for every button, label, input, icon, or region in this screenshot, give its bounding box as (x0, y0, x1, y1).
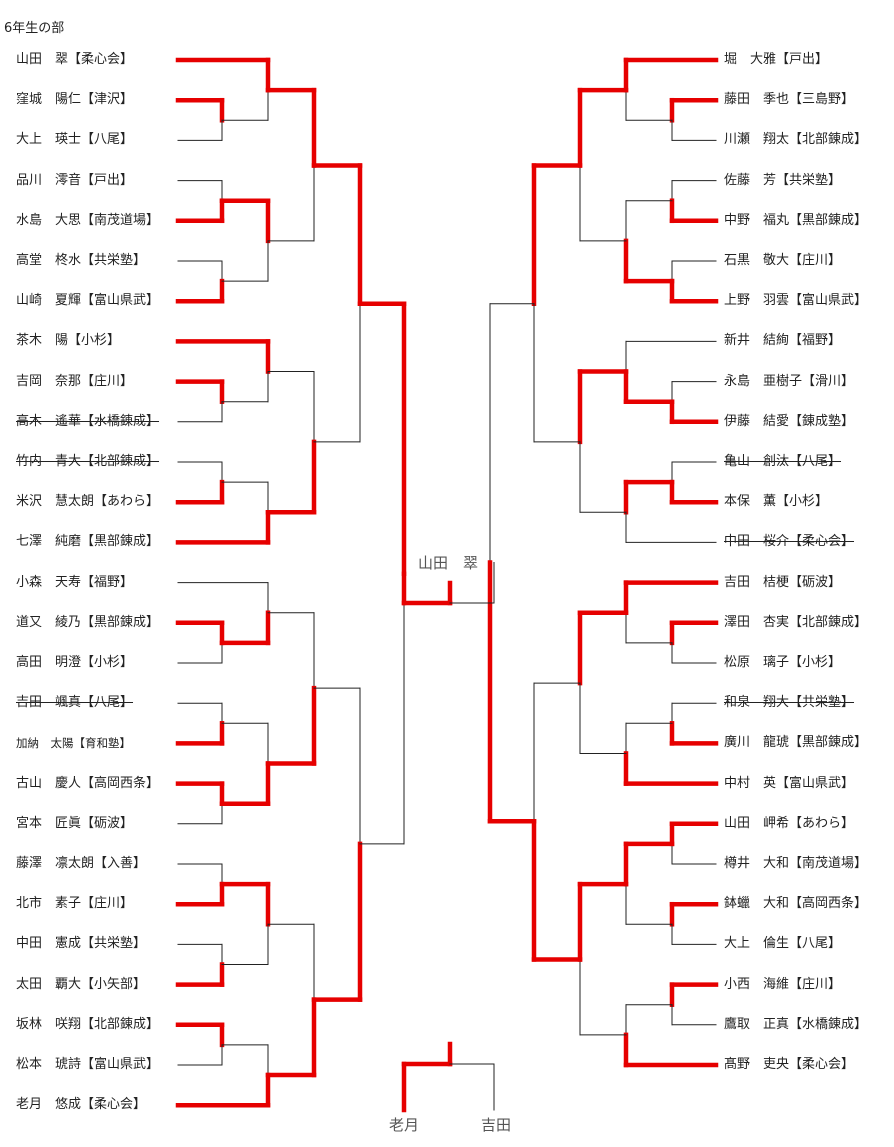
right-entrant: 佐藤 芳【共栄塾】 (724, 172, 842, 188)
left-entrant: 古山 慶人【高岡西条】 (16, 775, 160, 791)
right-entrant: 新井 結絢【福野】 (724, 333, 842, 349)
champion-label: 山田 翠 (418, 554, 479, 572)
right-entrant: 大上 倫生【八尾】 (724, 936, 842, 952)
left-entrant: 吉岡 奈那【庄川】 (16, 373, 134, 389)
right-entrant: 小西 海維【庄川】 (724, 976, 842, 992)
right-entrant: 吉田 桔梗【砺波】 (724, 574, 842, 590)
left-entrant: 大上 瑛士【八尾】 (16, 132, 134, 148)
left-entrant: 松本 琥詩【富山県武】 (16, 1057, 160, 1072)
right-entrant: 松原 璃子【小杉】 (724, 655, 842, 670)
page-title: 6年生の部 (4, 21, 65, 36)
left-entrant: 高堂 柊水【共栄塾】 (16, 253, 147, 268)
left-entrant: 吉田 颯真【八尾】 (16, 695, 134, 711)
left-entrant: 加納 太陽【育和塾】 (16, 736, 131, 751)
right-entrant: 亀山 創汰【八尾】 (724, 454, 842, 469)
right-entrant: 中野 福丸【黒部錬成】 (724, 212, 868, 228)
left-entrant: 水島 大思【南茂道場】 (16, 212, 160, 228)
right-entrant: 髙野 吏央【柔心会】 (724, 1057, 855, 1072)
right-entrant: 中田 桜介【柔心会】 (724, 534, 855, 550)
left-entrant: 竹内 青大【北部錬成】 (16, 454, 160, 469)
left-entrant: 品川 澪音【戸出】 (16, 172, 134, 188)
left-entrant: 米沢 慧太朗【あわら】 (16, 494, 160, 510)
left-entrant: 茶木 陽【小杉】 (16, 333, 121, 349)
third-place-right-label: 吉田 (481, 1116, 512, 1134)
right-entrant: 澤田 杏実【北部錬成】 (724, 614, 868, 630)
left-entrant: 中田 憲成【共栄塾】 (16, 936, 147, 952)
right-entrant: 和泉 翔大【共栄塾】 (724, 695, 855, 711)
right-entrant: 鉢蠟 大和【高岡西条】 (724, 896, 868, 912)
right-entrant: 廣川 龍琥【黒部錬成】 (724, 735, 868, 751)
left-entrant: 窪城 陽仁【津沢】 (16, 92, 134, 108)
left-entrant: 山田 翠【柔心会】 (16, 52, 134, 67)
right-entrant: 堀 大雅【戸出】 (724, 52, 829, 67)
right-entrant: 中村 英【富山県武】 (724, 775, 855, 791)
left-entrant: 高田 明澄【小杉】 (16, 655, 134, 670)
left-entrant: 高木 遙華【水橋錬成】 (16, 413, 160, 429)
left-entrant: 山崎 夏輝【富山県武】 (16, 293, 160, 309)
right-entrant: 本保 薫【小杉】 (724, 494, 829, 510)
left-entrant: 老月 悠成【柔心会】 (16, 1097, 147, 1113)
right-entrant: 伊藤 結愛【錬成塾】 (724, 413, 855, 429)
left-entrant: 藤澤 凛太朗【入善】 (16, 856, 147, 871)
right-entrant: 上野 羽雲【富山県武】 (724, 293, 868, 309)
right-entrant: 山田 岬希【あわら】 (724, 815, 855, 831)
right-entrant: 石黒 敬大【庄川】 (724, 253, 842, 268)
left-entrant: 宮本 匠眞【砺波】 (16, 815, 134, 831)
right-entrant: 樽井 大和【南茂道場】 (724, 856, 868, 871)
third-place-left-label: 老月 (389, 1116, 420, 1134)
right-entrant: 永島 亜樹子【滑川】 (724, 373, 855, 389)
left-entrant: 北市 素子【庄川】 (16, 896, 134, 912)
right-entrant: 藤田 季也【三島野】 (724, 92, 855, 108)
right-entrant: 鷹取 正真【水橋錬成】 (724, 1016, 868, 1032)
left-entrant: 小森 天寿【福野】 (16, 574, 134, 590)
left-entrant: 道又 綾乃【黒部錬成】 (16, 614, 160, 630)
right-entrant: 川瀬 翔太【北部錬成】 (724, 132, 868, 148)
left-entrant: 七澤 純磨【黒部錬成】 (16, 534, 160, 550)
left-entrant: 太田 覇大【小矢部】 (16, 976, 147, 992)
left-entrant: 坂林 咲翔【北部錬成】 (16, 1016, 160, 1032)
